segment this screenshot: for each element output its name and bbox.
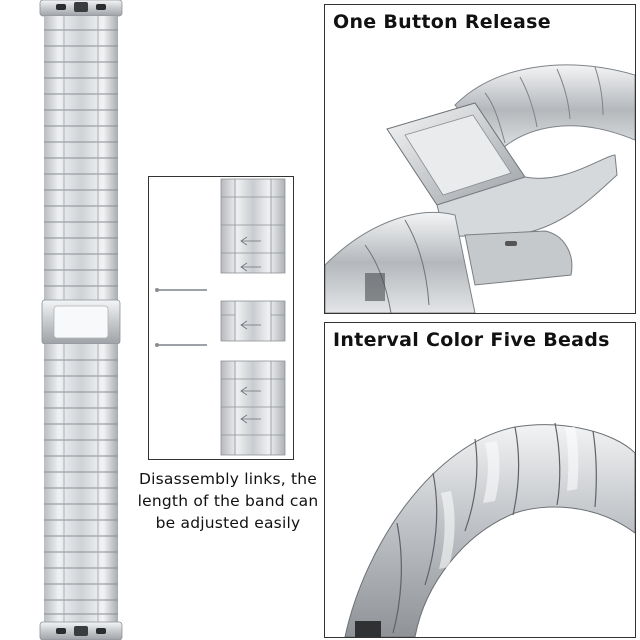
clasp-detail-panel: One Button Release (324, 4, 636, 314)
disassembly-diagram (148, 176, 294, 460)
clasp-image (325, 64, 635, 313)
disassembly-caption: Disassembly links, the length of the ban… (128, 468, 328, 534)
links-detail-panel: Interval Color Five Beads (324, 322, 636, 638)
caption-line-1: Disassembly links, the (138, 470, 318, 488)
panel-title-clasp: One Button Release (333, 11, 551, 33)
caption-line-3: be adjusted easily (155, 514, 301, 532)
panel-title-beads: Interval Color Five Beads (333, 329, 610, 351)
caption-line-2: length of the band can (137, 492, 319, 510)
watch-band-image (38, 0, 124, 640)
links-image (344, 422, 635, 637)
